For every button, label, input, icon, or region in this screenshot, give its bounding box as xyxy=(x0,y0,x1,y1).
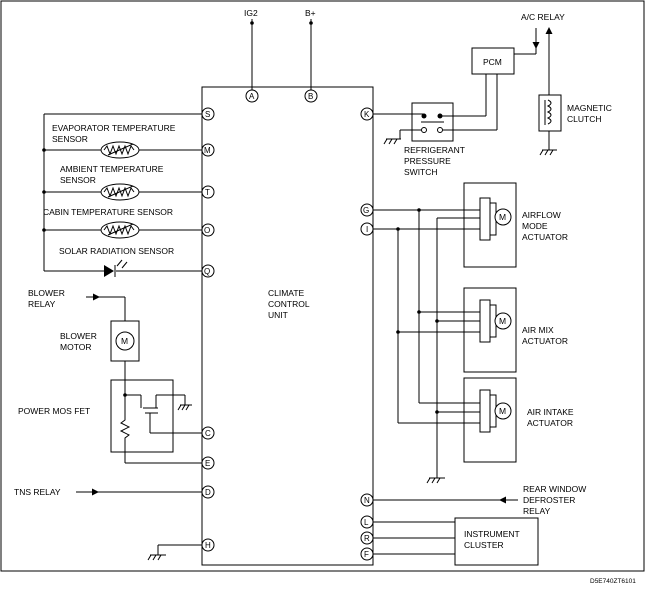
ig2-label: IG2 xyxy=(244,8,258,18)
ig2-node xyxy=(250,21,254,25)
terminal-m xyxy=(201,143,215,157)
terminal-a-label: A xyxy=(249,92,255,101)
refrigerant-label-2: PRESSURE xyxy=(404,156,451,166)
pcm-label: PCM xyxy=(483,57,502,67)
pcm-box xyxy=(471,47,515,75)
refrigerant-label-1: REFRIGERANT xyxy=(404,145,465,155)
terminal-h-label: H xyxy=(205,541,211,550)
blower-relay-label-1: BLOWER xyxy=(28,288,65,298)
air-mix-label-1: AIR MIX xyxy=(522,325,554,335)
terminal-h xyxy=(201,538,215,552)
blower-relay-label-2: RELAY xyxy=(28,299,56,309)
terminal-g-label: G xyxy=(363,206,369,215)
instrument-cluster-box xyxy=(454,517,539,566)
ambient-sensor-label-2: SENSOR xyxy=(60,175,96,185)
terminal-k-label: K xyxy=(364,110,370,119)
terminal-e xyxy=(201,456,215,470)
evaporator-sensor-label-2: SENSOR xyxy=(52,134,88,144)
solar-sensor-label: SOLAR RADIATION SENSOR xyxy=(59,246,174,256)
power-mos-fet-box xyxy=(110,379,174,453)
terminal-o xyxy=(201,223,215,237)
blower-motor-label-2: MOTOR xyxy=(60,342,91,352)
air-mix-actuator-motor xyxy=(494,312,512,330)
terminal-o-label: O xyxy=(204,226,210,235)
terminal-t xyxy=(201,185,215,199)
figure-code: D5E740ZT6101 xyxy=(590,578,636,585)
unit-label-line1: CLIMATE xyxy=(268,288,305,298)
blower-motor xyxy=(115,331,135,351)
magnetic-clutch-label-1: MAGNETIC xyxy=(567,103,612,113)
blower-motor-label-1: BLOWER xyxy=(60,331,97,341)
bplus-node xyxy=(309,21,313,25)
terminal-s-label: S xyxy=(205,110,210,119)
climate-control-unit-box xyxy=(201,86,374,566)
evaporator-sensor-label-1: EVAPORATOR TEMPERATURE xyxy=(52,123,176,133)
terminal-a xyxy=(245,89,259,103)
solar-photodiode xyxy=(104,265,114,277)
cabin-sensor-label: CABIN TEMPERATURE SENSOR xyxy=(43,207,173,217)
diagram-frame xyxy=(0,0,645,572)
terminal-t-label: T xyxy=(205,188,210,197)
terminal-b-label: B xyxy=(308,92,313,101)
airflow-label-3: ACTUATOR xyxy=(522,232,568,242)
instrument-cluster-label-2: CLUSTER xyxy=(464,540,504,550)
unit-label-line3: UNIT xyxy=(268,310,288,320)
bplus-label: B+ xyxy=(305,8,316,18)
terminal-d xyxy=(201,485,215,499)
terminal-i-label: I xyxy=(366,225,368,234)
ambient-sensor-label-1: AMBIENT TEMPERATURE xyxy=(60,164,164,174)
rear-defroster-label-1: REAR WINDOW xyxy=(523,484,586,494)
terminal-d-label: D xyxy=(205,488,211,497)
blower-motor-symbol: M xyxy=(121,336,128,346)
terminal-s xyxy=(201,107,215,121)
terminal-r-label: R xyxy=(364,534,370,543)
rear-defroster-label-2: DEFROSTER xyxy=(523,495,575,505)
air-mix-label-2: ACTUATOR xyxy=(522,336,568,346)
instrument-cluster-label-1: INSTRUMENT xyxy=(464,529,520,539)
air-intake-label-1: AIR INTAKE xyxy=(527,407,574,417)
terminal-n-label: N xyxy=(364,496,370,505)
airflow-label-2: MODE xyxy=(522,221,548,231)
tns-relay-label: TNS RELAY xyxy=(14,487,61,497)
unit-label-line2: CONTROL xyxy=(268,299,310,309)
terminal-l xyxy=(360,515,374,529)
airflow-label-1: AIRFLOW xyxy=(522,210,561,220)
magnetic-clutch-label-2: CLUTCH xyxy=(567,114,601,124)
ac-relay-label: A/C RELAY xyxy=(521,12,565,22)
airflow-motor-symbol: M xyxy=(499,212,506,222)
refrigerant-label-3: SWITCH xyxy=(404,167,438,177)
terminal-k xyxy=(360,107,374,121)
air-mix-motor-symbol: M xyxy=(499,316,506,326)
rear-defroster-label-3: RELAY xyxy=(523,506,551,516)
terminal-l-label: L xyxy=(364,518,369,527)
terminal-q-label: Q xyxy=(204,267,210,276)
terminal-f-label: F xyxy=(364,550,369,559)
terminal-r xyxy=(360,531,374,545)
terminal-f xyxy=(360,547,374,561)
terminal-c-label: C xyxy=(205,429,211,438)
air-intake-actuator-motor xyxy=(494,402,512,420)
terminal-b xyxy=(304,89,318,103)
terminal-c xyxy=(201,426,215,440)
terminal-e-label: E xyxy=(205,459,210,468)
air-intake-label-2: ACTUATOR xyxy=(527,418,573,428)
power-mos-fet-label: POWER MOS FET xyxy=(18,406,90,416)
airflow-actuator-motor xyxy=(494,208,512,226)
terminal-q xyxy=(201,264,215,278)
air-intake-motor-symbol: M xyxy=(499,406,506,416)
terminal-m-label: M xyxy=(204,146,211,155)
